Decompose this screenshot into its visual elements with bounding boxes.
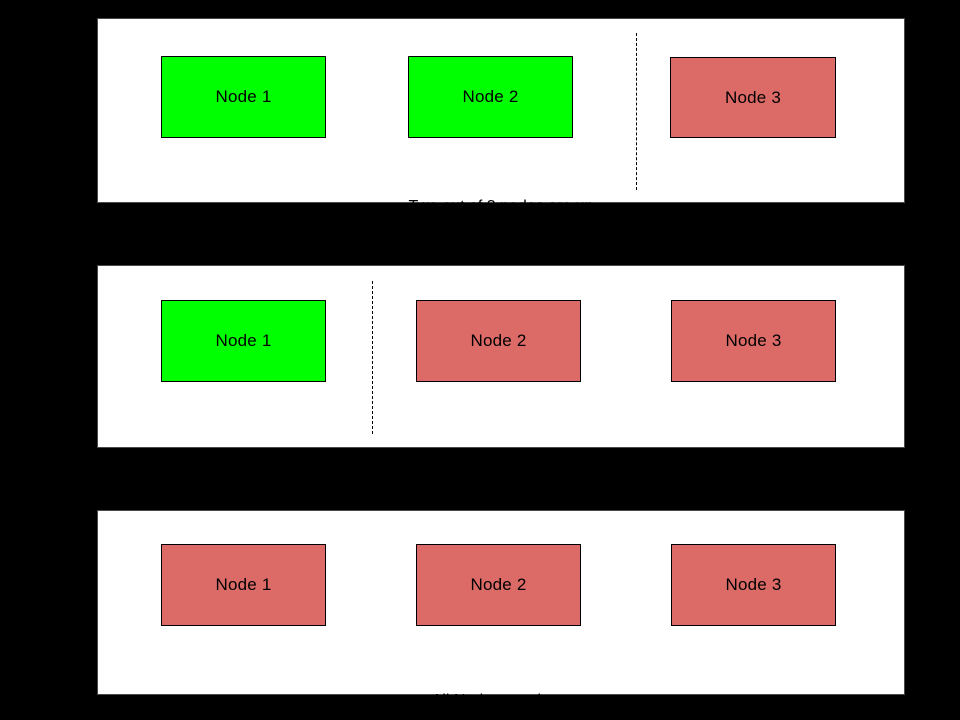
node-1-label: Node 1 [215,575,272,594]
node-2-box: Node 2 [416,300,581,382]
node-2-label: Node 2 [470,575,527,594]
node-2-label: Node 2 [462,87,519,106]
node-3-box: Node 3 [670,57,836,138]
node-1-label: Node 1 [215,331,272,350]
node-2-label: Node 2 [470,331,527,350]
node-3-label: Node 3 [725,331,782,350]
panel-all-down: Node 1 Node 2 Node 3 All Nodes are down … [97,510,905,709]
caption-line-1: Two out of 3 nodes are down [398,447,604,464]
node-1-box: Node 1 [161,56,326,138]
node-3-label: Node 3 [725,575,782,594]
node-2-box: Node 2 [408,56,573,138]
node-3-box: Node 3 [671,300,836,382]
caption-line-1: Two out of 3 nodes are up [408,198,594,215]
node-3-box: Node 3 [671,544,836,626]
node-2-box: Node 2 [416,544,581,626]
partition-divider-dashed-line [636,33,637,190]
panel-majority-up: Node 1 Node 2 Node 3 Two out of 3 nodes … [97,18,905,284]
node-1-box: Node 1 [161,544,326,626]
node-1-label: Node 1 [215,87,272,106]
panel-caption: All Nodes are down Majority Fails & Clus… [98,643,904,720]
node-1-box: Node 1 [161,300,326,382]
caption-line-1: All Nodes are down [431,692,571,709]
partition-divider-dashed-line [372,281,373,434]
panel-majority-down: Node 1 Node 2 Node 3 Two out of 3 nodes … [97,265,905,533]
node-3-label: Node 3 [724,87,782,107]
